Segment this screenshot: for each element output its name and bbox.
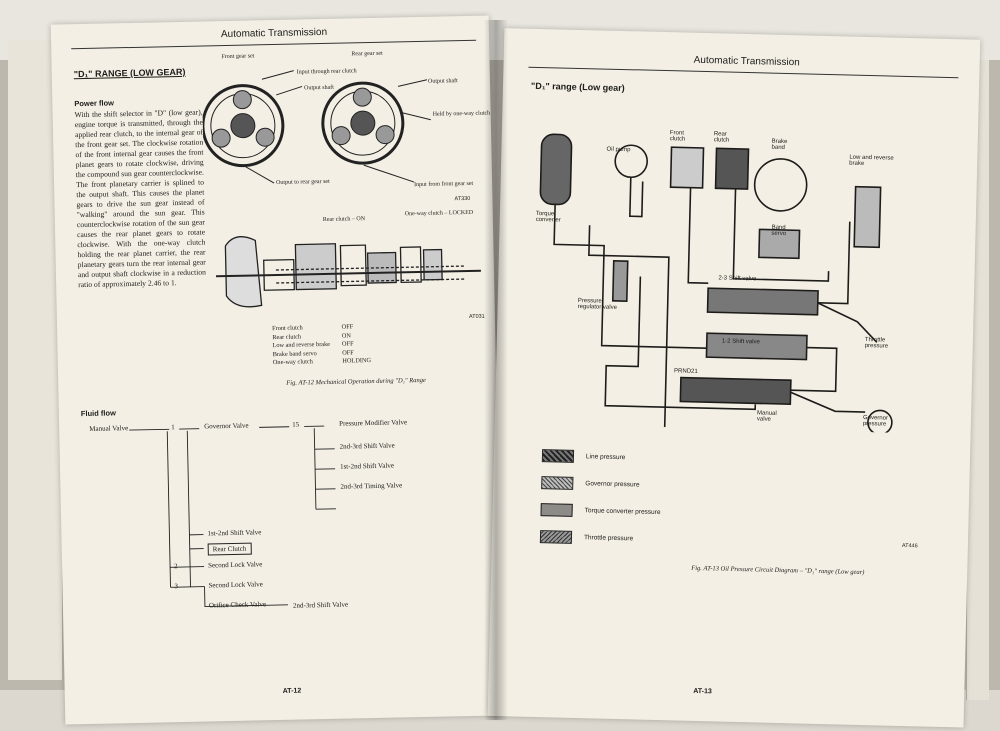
fluid-flow-lines: [129, 425, 336, 608]
oil-pressure-circuit-diagram: [539, 133, 893, 434]
callout-output-shaft-front: Output shaft: [304, 84, 335, 92]
label-throttle-pressure: Throttle pressure: [864, 337, 889, 350]
legend-row: Throttle pressure: [539, 530, 634, 545]
fluid-flow-heading: Fluid flow: [80, 408, 116, 419]
transmission-section-diagram: [216, 236, 481, 308]
section-title: "D₁" RANGE (LOW GEAR): [73, 66, 186, 80]
power-flow-heading: Power flow: [74, 98, 115, 109]
gear-figure-ref: AT330: [454, 195, 471, 203]
fluid-num-15: 15: [292, 420, 300, 429]
figure-caption-at13: Fig. AT-13 Oil Pressure Circuit Diagram …: [691, 564, 865, 577]
fluid-num-2: 2: [174, 562, 178, 571]
legend-swatch: [539, 530, 573, 544]
fluid-pressure-modifier: Pressure Modifier Valve: [339, 418, 408, 428]
legend-row: Torque converter pressure: [540, 503, 661, 519]
label-prnd21: PRND21: [673, 368, 698, 375]
label-1-2-shift-valve: 1-2 Shift valve: [721, 338, 760, 346]
legend-swatch: [541, 449, 575, 463]
legend-label: Throttle pressure: [583, 534, 634, 543]
running-head-right: Automatic Transmission: [693, 54, 800, 69]
fluid-governor-valve: Governor Valve: [204, 421, 249, 431]
planetary-gear-diagram: [201, 70, 431, 184]
section-title-right: "D₁" range (Low gear): [530, 80, 625, 94]
fluid-rear-clutch: Rear Clutch: [207, 542, 252, 556]
callout-output-shaft-rear: Output shaft: [427, 78, 458, 85]
fluid-manual-valve: Manual Valve: [89, 424, 129, 433]
callout-output-rear-set: Output to rear gear set: [276, 178, 330, 186]
legend-swatch: [540, 503, 573, 517]
label-pressure-regulator: Pressure regulator valve: [577, 297, 618, 311]
front-gear-label: Front gear set: [221, 53, 255, 61]
head-rule: [71, 39, 477, 50]
running-head: Automatic Transmission: [220, 26, 328, 41]
label-front-clutch: Front clutch: [669, 130, 686, 143]
circuit-figure-ref: AT446: [901, 542, 918, 550]
label-torque-converter: Torque converter: [535, 210, 561, 224]
legend-label: Governor pressure: [585, 480, 640, 489]
section-figure-ref: AT031: [468, 313, 485, 320]
fluid-2-3-shift-b: 2nd-3rd Shift Valve: [292, 600, 349, 610]
fluid-orifice-check: Orifice Check Valve: [208, 600, 267, 610]
label-low-reverse-brake: Low and reverse brake: [849, 154, 894, 167]
fluid-second-lock-2: Second Lock Valve: [208, 580, 263, 590]
status-row: One-way clutch HOLDING: [273, 357, 383, 368]
right-page: Automatic Transmission "D₁" range (Low g…: [487, 28, 981, 728]
label-brake-band: Brake band: [771, 138, 788, 151]
figure-caption-at12: Fig. AT-12 Mechanical Operation during "…: [286, 376, 426, 387]
power-flow-text: With the shift selector in "D" (low gear…: [74, 107, 207, 290]
callout-input-front-set: Input from front gear set: [414, 180, 474, 189]
status-component: One-way clutch: [272, 358, 313, 367]
legend-label: Torque converter pressure: [584, 507, 661, 517]
label-manual-valve: Manual valve: [756, 410, 777, 423]
fluid-2-3-timing: 2nd-3rd Timing Valve: [340, 481, 403, 491]
legend-swatch: [541, 476, 574, 490]
fluid-2-3-shift: 2nd-3rd Shift Valve: [339, 441, 395, 451]
one-way-locked-label: One-way clutch – LOCKED: [404, 209, 474, 218]
callout-held-one-way: Held by one-way clutch: [432, 110, 491, 118]
head-rule-right: [528, 66, 959, 79]
rear-gear-label: Rear gear set: [351, 50, 383, 58]
book-spine-shadow: [484, 20, 508, 720]
label-oil-pump: Oil pump: [606, 146, 631, 154]
legend-label: Line pressure: [585, 453, 626, 462]
callout-input-rear-clutch: Input through rear clutch: [296, 68, 357, 76]
label-band-servo: Band servo: [771, 224, 787, 238]
legend-row: Line pressure: [541, 449, 626, 464]
fluid-1-2-shift: 1st-2nd Shift Valve: [339, 461, 395, 471]
label-rear-clutch: Rear clutch: [713, 131, 730, 144]
fluid-1-2-shift-b: 1st-2nd Shift Valve: [207, 528, 262, 538]
fluid-num-3: 3: [174, 582, 179, 591]
status-state: HOLDING: [342, 357, 372, 365]
left-page: Automatic Transmission "D₁" RANGE (LOW G…: [50, 15, 504, 725]
label-2-3-shift-valve: 2-3 Shift valve: [718, 275, 757, 283]
fluid-second-lock-1: Second Lock Valve: [207, 560, 263, 570]
fluid-num-1: 1: [171, 423, 175, 432]
page-number-right: AT-13: [693, 687, 712, 696]
legend-row: Governor pressure: [541, 476, 640, 491]
label-governor-pressure: Governor pressure: [862, 414, 889, 428]
rear-clutch-on-label: Rear clutch – ON: [322, 216, 366, 224]
page-number-left: AT-12: [282, 687, 302, 695]
